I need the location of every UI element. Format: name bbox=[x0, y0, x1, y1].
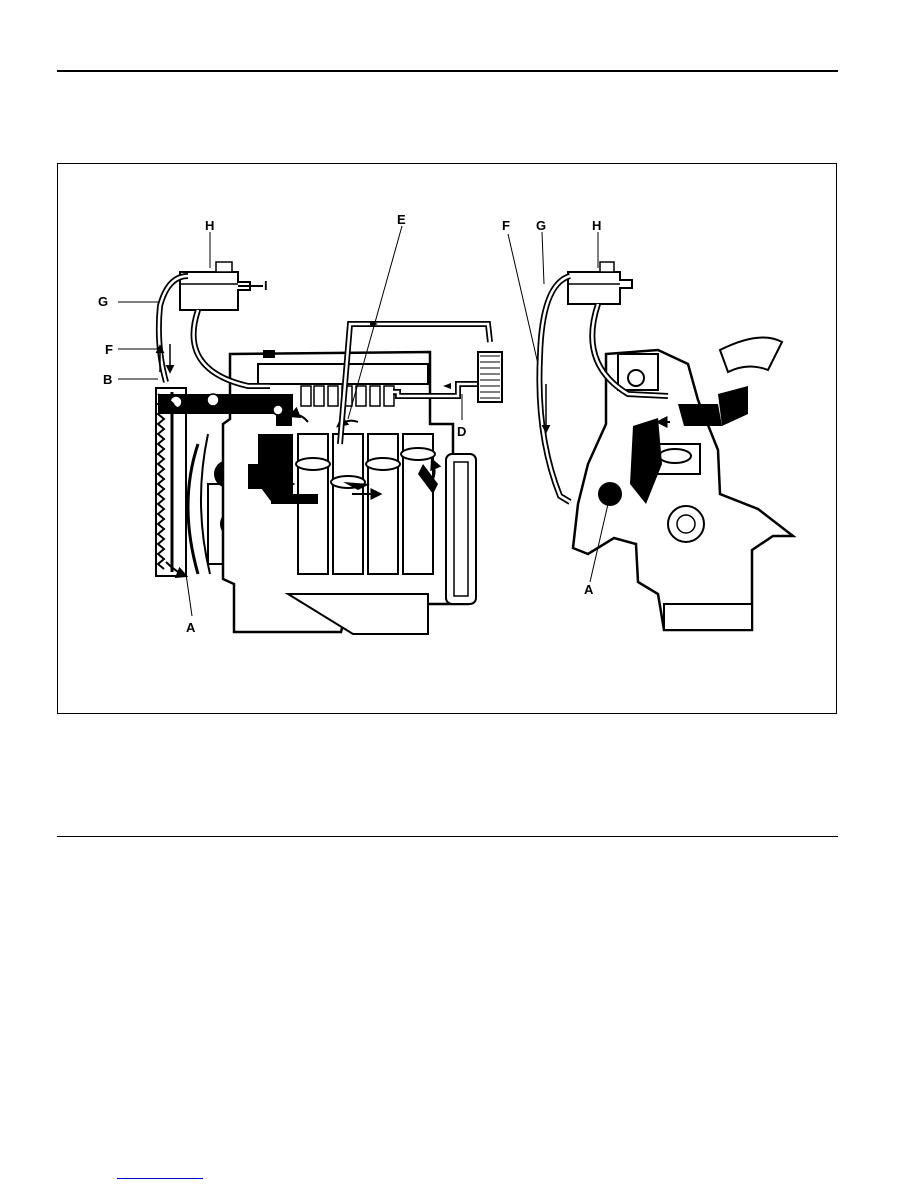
right-engine-view bbox=[507, 231, 797, 632]
left-engine-view bbox=[118, 225, 503, 635]
label-g-left: G bbox=[98, 294, 108, 309]
leader-lines-left bbox=[118, 225, 463, 617]
label-f-left: F bbox=[105, 342, 113, 357]
leader-lines-right bbox=[507, 231, 609, 583]
heater-hose bbox=[337, 321, 493, 445]
flow-arrows-right bbox=[640, 392, 739, 464]
footer-link-underline[interactable] bbox=[117, 1178, 203, 1179]
label-b-left: B bbox=[103, 372, 112, 387]
figure-frame: H I G F B E D A F G H A bbox=[57, 163, 837, 714]
label-d-left: D bbox=[457, 424, 466, 439]
label-i-left: I bbox=[264, 278, 268, 293]
label-h-left: H bbox=[205, 218, 214, 233]
diagram-labels: H I G F B E D A F G H A bbox=[98, 212, 601, 635]
label-a-right: A bbox=[584, 582, 594, 597]
label-a-left: A bbox=[186, 620, 196, 635]
label-g-right: G bbox=[536, 218, 546, 233]
engine-cooling-diagram: H I G F B E D A F G H A bbox=[98, 212, 797, 635]
label-e-left: E bbox=[397, 212, 406, 227]
radiator bbox=[155, 387, 187, 577]
hoses-right bbox=[536, 273, 669, 505]
engine-end-view bbox=[571, 336, 797, 632]
section-rule bbox=[57, 836, 838, 837]
reservoir-tank bbox=[179, 261, 263, 311]
overflow-hose bbox=[155, 273, 270, 389]
lower-hose-arrow bbox=[165, 561, 189, 579]
heater-core bbox=[477, 351, 503, 403]
header-rule bbox=[57, 70, 838, 72]
reservoir-tank-right bbox=[567, 261, 633, 305]
engine-block bbox=[221, 350, 477, 635]
label-h-right: H bbox=[592, 218, 601, 233]
label-f-right: F bbox=[502, 218, 510, 233]
